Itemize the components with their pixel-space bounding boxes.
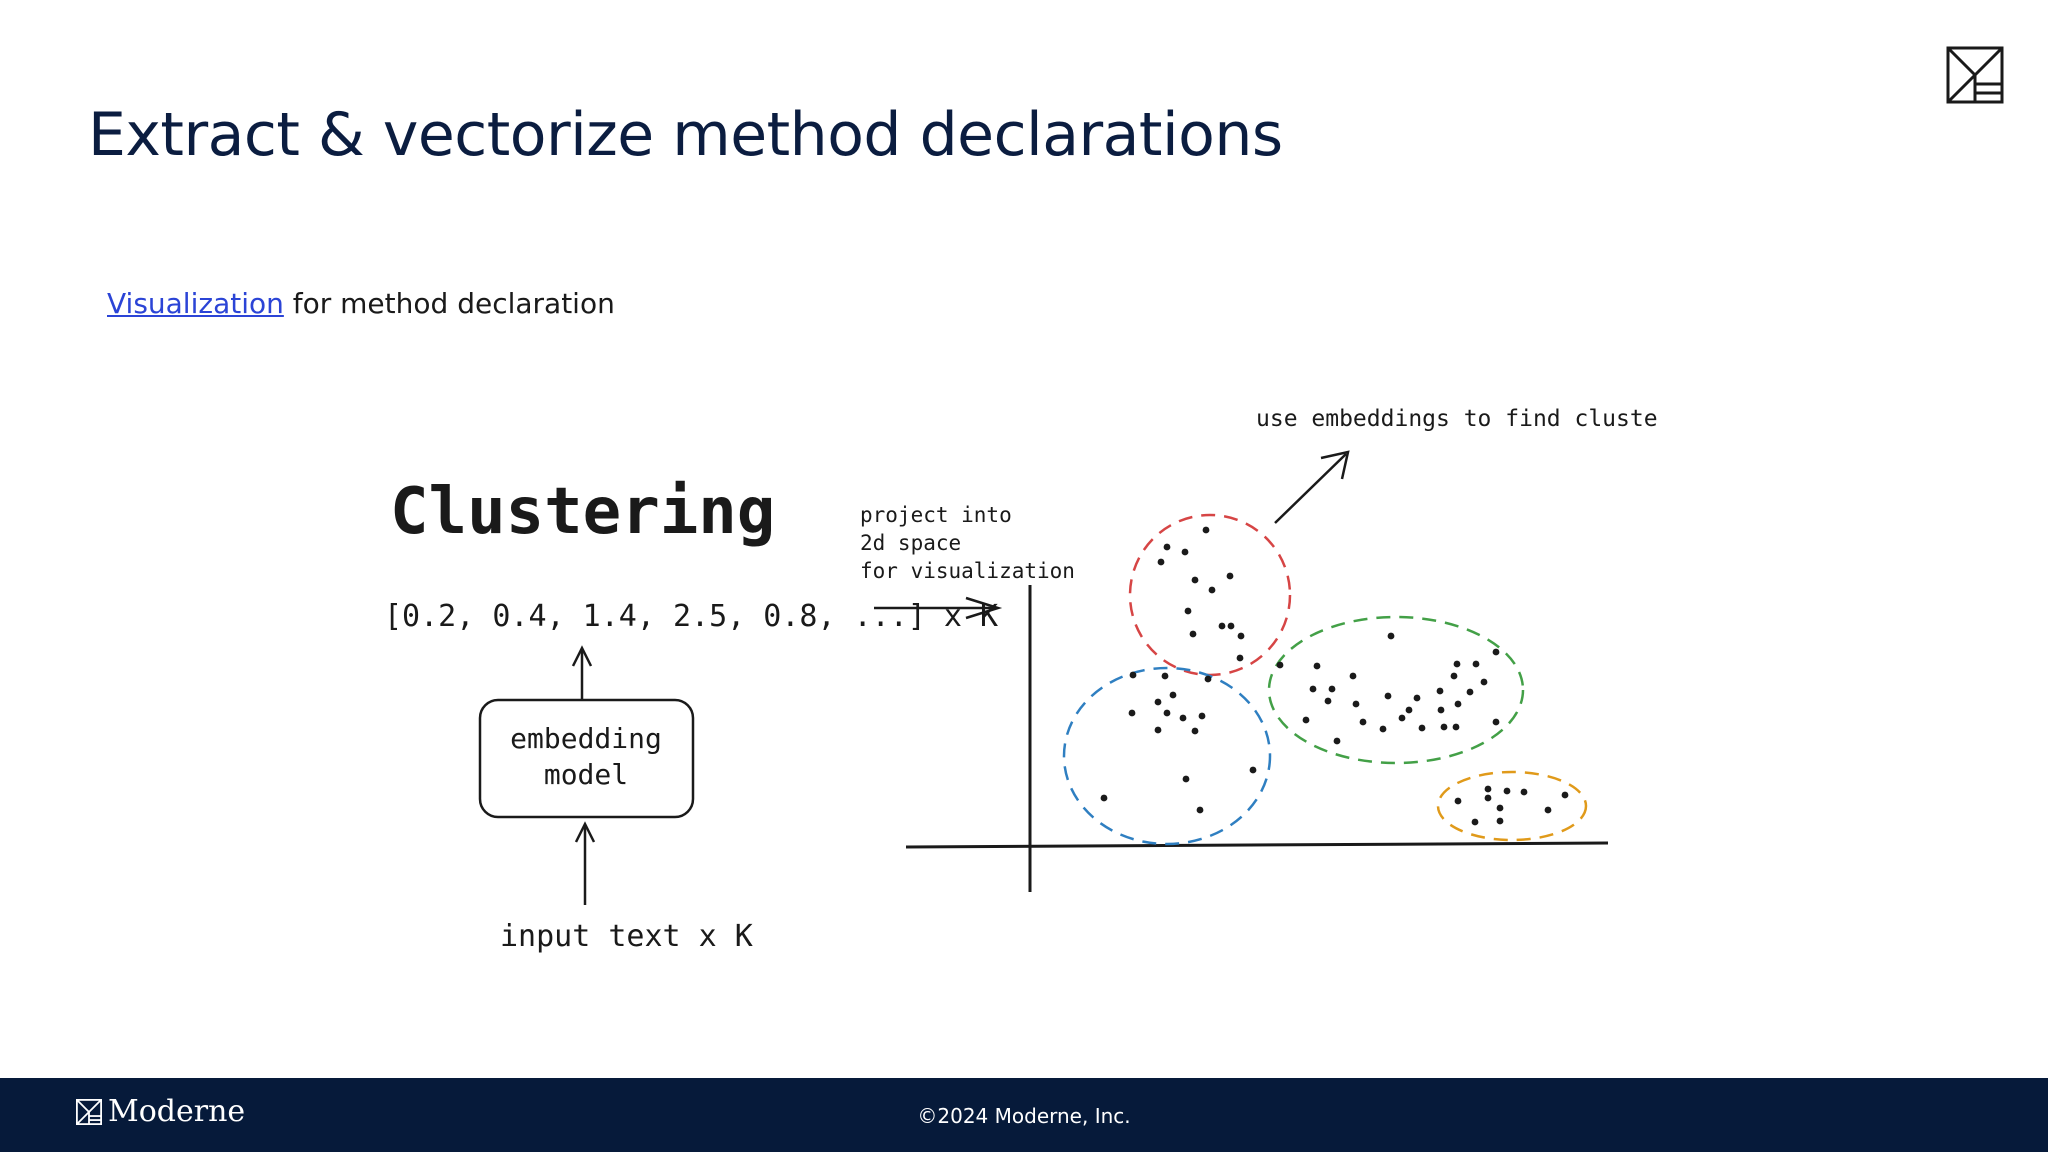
scatter-point <box>1191 576 1199 584</box>
scatter-point <box>1480 678 1488 686</box>
scatter-point <box>1182 775 1190 783</box>
plot-axes <box>905 585 1609 892</box>
scatter-point <box>1202 526 1210 534</box>
scatter-point <box>1452 723 1460 731</box>
scatter-point <box>1328 685 1336 693</box>
scatter-point <box>1333 737 1341 745</box>
scatter-point <box>1418 724 1426 732</box>
scatter-point <box>1484 785 1492 793</box>
model-label-line2: model <box>544 758 628 791</box>
up-arrow-icon <box>571 645 593 700</box>
scatter-point <box>1413 694 1421 702</box>
up-right-arrow-icon <box>1274 450 1350 524</box>
scatter-point <box>1163 543 1171 551</box>
scatter-point <box>1184 607 1192 615</box>
right-arrow-icon <box>874 596 1003 620</box>
scatter-point <box>1198 712 1206 720</box>
scatter-point <box>1349 672 1357 680</box>
cluster-blue <box>1062 666 1272 846</box>
scatter-point <box>1450 672 1458 680</box>
scatter-point <box>1129 671 1137 679</box>
cluster-red <box>1128 513 1292 677</box>
scatter-point <box>1169 691 1177 699</box>
scatter-point <box>1561 791 1569 799</box>
scatter-point <box>1302 716 1310 724</box>
scatter-point <box>1237 632 1245 640</box>
scatter-point <box>1161 672 1169 680</box>
scatter-point <box>1313 662 1321 670</box>
scatter-point <box>1398 714 1406 722</box>
input-text: input text x K <box>500 919 753 954</box>
scatter-point <box>1352 700 1360 708</box>
scatter-point <box>1181 548 1189 556</box>
project-note-line1: project into <box>860 503 1012 527</box>
scatter-point <box>1472 660 1480 668</box>
diagram-heading: Clustering <box>390 475 775 549</box>
scatter-point <box>1405 706 1413 714</box>
scatter-point <box>1226 572 1234 580</box>
footer: Moderne ©2024 Moderne, Inc. <box>0 1078 2048 1152</box>
scatter-point <box>1496 817 1504 825</box>
scatter-point <box>1179 714 1187 722</box>
scatter-point <box>1276 661 1284 669</box>
scatter-point <box>1379 725 1387 733</box>
scatter-point <box>1196 806 1204 814</box>
input-arrow-icon <box>574 821 596 905</box>
scatter-point <box>1163 709 1171 717</box>
scatter-point <box>1484 794 1492 802</box>
scatter-point <box>1208 586 1216 594</box>
scatter-point <box>1309 685 1317 693</box>
scatter-point <box>1218 622 1226 630</box>
scatter-point <box>1436 687 1444 695</box>
moderne-logo-icon <box>1946 46 2004 104</box>
scatter-point <box>1453 660 1461 668</box>
scatter-point <box>1454 797 1462 805</box>
project-note-line2: 2d space <box>860 531 961 555</box>
scatter-point <box>1189 630 1197 638</box>
footer-brand-name: Moderne <box>108 1094 246 1129</box>
scatter-point <box>1128 709 1136 717</box>
cluster-green <box>1267 615 1525 765</box>
scatter-point <box>1492 648 1500 656</box>
footer-copyright: ©2024 Moderne, Inc. <box>917 1104 1131 1128</box>
scatter-point <box>1496 804 1504 812</box>
scatter-point <box>1503 787 1511 795</box>
scatter-point <box>1440 723 1448 731</box>
scatter-point <box>1204 675 1212 683</box>
subtitle-text: for method declaration <box>283 287 615 320</box>
scatter-point <box>1324 697 1332 705</box>
scatter-point <box>1227 622 1235 630</box>
project-note-line3: for visualization <box>860 559 1075 583</box>
subtitle: Visualization for method declaration <box>107 287 615 320</box>
embedding-model-box <box>478 698 695 819</box>
slide-title: Extract & vectorize method declarations <box>88 100 1283 170</box>
scatter-points <box>1100 526 1569 826</box>
scatter-point <box>1544 806 1552 814</box>
scatter-point <box>1384 692 1392 700</box>
footer-brand: Moderne <box>76 1094 245 1129</box>
clustering-diagram: Clustering [0.2, 0.4, 1.4, 2.5, 0.8, ...… <box>384 406 1660 954</box>
scatter-point <box>1154 726 1162 734</box>
model-label-line1: embedding <box>510 722 662 755</box>
scatter-point <box>1249 766 1257 774</box>
scatter-point <box>1471 818 1479 826</box>
visualization-link[interactable]: Visualization <box>107 287 284 320</box>
scatter-point <box>1492 718 1500 726</box>
scatter-point <box>1466 688 1474 696</box>
vector-text: [0.2, 0.4, 1.4, 2.5, 0.8, ...] x K <box>384 599 998 634</box>
scatter-point <box>1157 558 1165 566</box>
scatter-point <box>1100 794 1108 802</box>
scatter-point <box>1454 700 1462 708</box>
scatter-point <box>1437 706 1445 714</box>
scatter-point <box>1387 632 1395 640</box>
cluster-orange <box>1436 770 1588 842</box>
cluster-note: use embeddings to find clusters <box>1256 406 1660 432</box>
scatter-point <box>1236 654 1244 662</box>
scatter-point <box>1191 727 1199 735</box>
scatter-point <box>1359 718 1367 726</box>
scatter-point <box>1520 788 1528 796</box>
moderne-footer-logo-icon <box>76 1098 102 1125</box>
scatter-point <box>1154 698 1162 706</box>
